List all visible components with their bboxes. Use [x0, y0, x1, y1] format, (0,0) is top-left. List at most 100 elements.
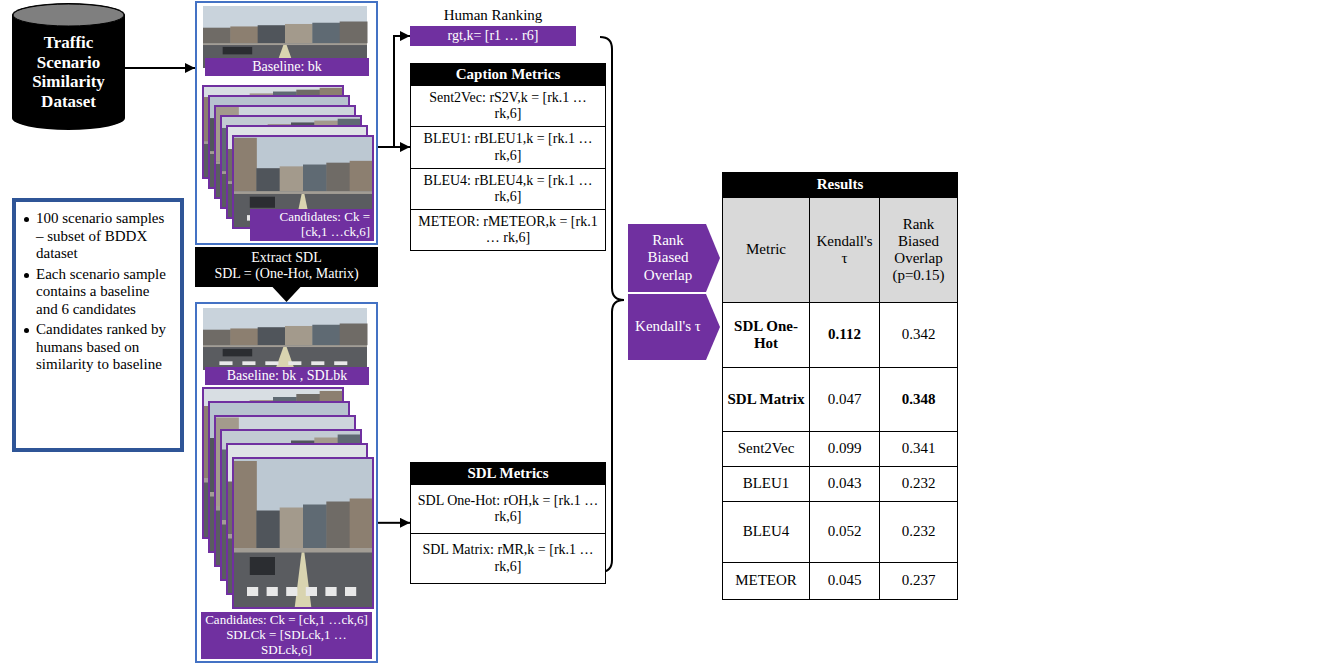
- table-cell: 0.341: [880, 432, 957, 466]
- photo-crosswalk: [311, 361, 324, 365]
- photo-crosswalk: [286, 587, 297, 596]
- pentagon-arrow: [628, 294, 720, 360]
- image-label: Baseline: bk , SDLbk: [205, 367, 369, 385]
- arrow-connector: [378, 146, 410, 148]
- label-text: Baseline: bk , SDLbk: [209, 368, 365, 384]
- photo-crosswalk: [267, 587, 278, 596]
- table-cell: Kendall's τ: [810, 198, 879, 302]
- label-text: SDLCk = [SDLck,1 …SDLck,6]: [205, 628, 368, 658]
- photo-building: [340, 324, 368, 346]
- photo-road: [233, 548, 373, 608]
- label-text: Kendall's τ: [635, 318, 701, 335]
- photo-building: [303, 165, 327, 192]
- photo-car: [250, 557, 275, 575]
- table-row: BLEU4: rBLEU4,k = [rk.1 … rk,6]: [411, 168, 605, 209]
- photo-crosswalk: [334, 361, 347, 365]
- table-cell: Sent2Vec: [723, 432, 809, 466]
- table-cell: 0.232: [880, 502, 957, 562]
- table-cell: METEOR: [723, 563, 809, 599]
- photo-lane: [295, 553, 312, 609]
- table-header: Caption Metrics: [411, 64, 605, 85]
- photo-crosswalk: [242, 361, 255, 365]
- table-cell: SDL One-Hot: [723, 303, 809, 367]
- metrics-table: Caption MetricsSent2Vec: rS2V,k = [rk.1 …: [410, 63, 606, 251]
- photo-building: [312, 325, 340, 345]
- photo-crosswalk: [247, 587, 258, 596]
- photo-building: [285, 326, 313, 345]
- photo-frame: [233, 458, 373, 608]
- cylinder-body: [12, 3, 125, 130]
- label-text: Baseline: bk: [209, 59, 365, 75]
- photo-car: [223, 47, 253, 54]
- step-arrow: Kendall's τ: [628, 294, 720, 360]
- illustrations: [203, 6, 374, 608]
- table-cell: SDL Matrix: [723, 368, 809, 431]
- photo-sidewalk: [233, 191, 373, 194]
- table-cell: 0.043: [810, 467, 879, 501]
- arrow-connector: [125, 67, 195, 69]
- photo-crosswalk: [345, 587, 356, 596]
- photo-building: [340, 22, 368, 44]
- image-group-box: Baseline: bk Candidates: Ck = [ck,1 …ck,6…: [195, 1, 378, 245]
- label-text: Candidates: Ck = [ck,1 …ck,6]: [254, 210, 370, 240]
- cylinder-top: [13, 4, 124, 26]
- photo-crosswalk: [265, 361, 278, 365]
- pentagon-arrow: [628, 224, 720, 292]
- photo-building: [326, 163, 350, 192]
- database-cylinder: Traffic Scenario Similarity Dataset: [12, 3, 125, 130]
- arrow-connector: [378, 36, 410, 147]
- table-cell: 0.047: [810, 368, 879, 431]
- table-cell: 0.232: [880, 467, 957, 501]
- photo-building: [256, 168, 280, 191]
- photo-crosswalk: [325, 587, 336, 596]
- banner-arrowhead: [273, 287, 301, 302]
- photo-building: [230, 328, 258, 345]
- image-label: Candidates: Ck = [ck,1 …ck,6]SDLCk = [SD…: [201, 612, 372, 659]
- table-header: Results: [723, 173, 957, 197]
- heading-text: Human Ranking: [410, 6, 576, 24]
- step-arrow: Rank Biased Overlap: [628, 224, 720, 292]
- table-cell: 0.237: [880, 563, 957, 599]
- photo-building: [350, 499, 374, 549]
- table-cell: 0.052: [810, 502, 879, 562]
- street-photo: [203, 308, 368, 370]
- image-group-box: Baseline: bk , SDLbkCandidates: Ck = [ck…: [195, 302, 378, 663]
- table-cell: Rank Biased Overlap (p=0.15): [880, 198, 957, 302]
- photo-crosswalk: [306, 587, 317, 596]
- photo-sidewalk: [203, 345, 367, 347]
- photo-building: [258, 327, 286, 345]
- label-text: Traffic Scenario Similarity Dataset: [12, 3, 125, 111]
- table-header: SDL Metrics: [411, 463, 605, 484]
- photo-building: [280, 166, 304, 191]
- label-text: Rank Biased Overlap: [630, 232, 706, 284]
- photo-building: [203, 28, 231, 44]
- bullet-text: Candidates ranked by humans based on sim…: [22, 321, 174, 374]
- table-cell: 0.348: [880, 368, 957, 431]
- table-row: SDL Matrix: rMR,k = [rk.1 … rk,6]: [411, 533, 605, 582]
- human-ranking: Human Ranking rgt,k= [r1 … r6]: [410, 6, 576, 46]
- photo-crosswalk: [219, 361, 232, 365]
- table-cell: BLEU1: [723, 467, 809, 501]
- bullet-text: Each scenario sample contains a baseline…: [22, 266, 174, 319]
- photo-building: [285, 24, 313, 43]
- photo-building: [230, 26, 258, 43]
- ranking-bar: rgt,k= [r1 … r6]: [410, 26, 576, 46]
- info-box: 100 scenario samples – subset of BDDX da…: [12, 198, 184, 452]
- banner-body: [195, 247, 378, 287]
- photo-building: [233, 138, 257, 191]
- metrics-table: SDL MetricsSDL One-Hot: rOH,k = [rk.1 … …: [410, 462, 606, 584]
- photo-building: [303, 505, 327, 549]
- label-text: SDL = (One-Hot, Matrix): [195, 266, 378, 282]
- image-label: Candidates: Ck = [ck,1 …ck,6]: [250, 209, 374, 241]
- arrow-connector: [378, 522, 410, 524]
- table-cell: 0.045: [810, 563, 879, 599]
- photo-building: [203, 330, 231, 346]
- photo-building: [258, 25, 286, 43]
- table-cell: 0.342: [880, 303, 957, 367]
- table-row: SDL One-Hot: rOH,k = [rk.1 … rk,6]: [411, 484, 605, 533]
- photo-building: [256, 511, 280, 549]
- table-row: Sent2Vec: rS2V,k = [rk.1 … rk,6]: [411, 85, 605, 126]
- photo-building: [233, 461, 257, 548]
- photo-building: [326, 502, 350, 549]
